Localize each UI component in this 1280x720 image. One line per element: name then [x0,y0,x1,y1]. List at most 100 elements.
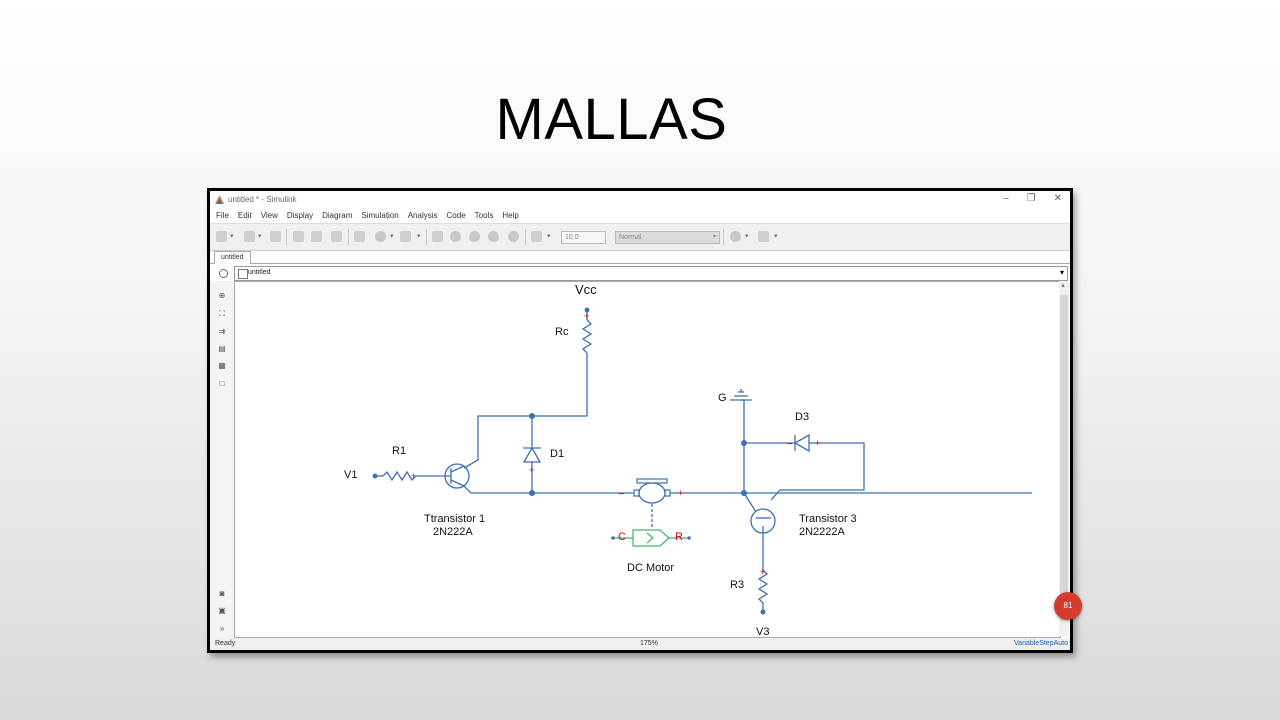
node-junction [741,490,747,496]
simulation-mode-select[interactable]: Normal ▾ [615,231,720,244]
label-motor-r: R [675,531,683,543]
forward-icon[interactable] [311,231,322,242]
scope-dropdown-icon[interactable]: ▾ [547,233,551,240]
image-icon[interactable]: ▦ [218,361,226,370]
simulation-mode-value: Normal [619,234,642,241]
svg-text:+: + [760,567,765,577]
open-icon[interactable] [244,231,255,242]
menu-file[interactable]: File [216,210,229,220]
d1-diode [522,446,542,463]
menu-code[interactable]: Code [446,210,466,220]
rc-resistor [581,319,593,354]
menu-help[interactable]: Help [502,210,519,220]
menu-display[interactable]: Display [286,210,314,220]
menu-analysis[interactable]: Analysis [407,210,438,220]
v1-port [372,473,378,479]
address-text: untitled [248,269,271,276]
zoom-icon[interactable]: ⊕ [218,291,226,300]
back-icon[interactable] [293,231,304,242]
close-icon[interactable]: ✕ [1053,193,1062,204]
menu-diagram[interactable]: Diagram [322,210,353,220]
menu-view[interactable]: View [260,210,278,220]
fit-view-icon[interactable]: ⛶ [219,309,225,318]
settings-dropdown-icon[interactable]: ▾ [390,233,394,240]
circuit-diagram: + + – + – + + + [372,307,1032,615]
svg-text:–: – [787,438,792,448]
expand-icon[interactable]: » [219,624,225,633]
svg-text:–: – [619,488,624,498]
r1-resistor [382,470,417,482]
d3-diode [793,433,810,453]
stop-time-input[interactable]: 10.0 [561,231,606,244]
scroll-up-icon[interactable]: ▲ [1060,283,1066,289]
minimize-icon[interactable]: – [1003,193,1009,204]
camera-icon[interactable]: ◙ [219,589,225,598]
new-model-icon[interactable] [216,231,227,242]
chevron-down-icon: ▾ [712,234,716,240]
run-icon[interactable] [469,231,480,242]
build-icon[interactable] [758,231,769,242]
model-advisor-icon[interactable] [730,231,741,242]
step-back-icon[interactable] [432,231,443,242]
arrow-icon[interactable]: ⇉ [218,327,226,336]
label-transistor-1: Ttransistor 1 [424,513,486,525]
ground-icon [730,389,752,401]
label-transistor-3-model: 2N2222A [799,526,845,538]
new-dropdown-icon[interactable]: ▾ [230,233,234,240]
svg-text:+: + [411,471,416,481]
status-bar: Ready 175% VariableStepAuto [210,638,1070,650]
annotation-icon[interactable]: ▤ [218,344,226,353]
tab-untitled[interactable]: untitled [214,251,251,264]
label-g: G [718,392,727,404]
advisor-dropdown-icon[interactable]: ▾ [745,233,749,240]
model-settings-icon[interactable] [375,231,386,242]
build-dropdown-icon[interactable]: ▾ [774,233,778,240]
hide-explorer-icon[interactable] [219,269,228,278]
rewind-icon[interactable] [450,231,461,242]
dc-motor [633,478,671,504]
window-title: untitled * - Simulink [228,195,297,204]
scope-icon[interactable] [531,231,542,242]
slide-title: MALLAS [495,87,728,152]
label-transistor-3: Transistor 3 [799,513,857,525]
up-icon[interactable] [331,231,342,242]
label-transistor-1-model: 2N222A [433,526,473,538]
label-v1: V1 [344,469,358,481]
svg-text:+: + [815,438,820,448]
vcc-port [584,307,590,313]
area-icon[interactable]: □ [219,379,225,388]
solver-link[interactable]: VariableStepAuto [1014,640,1068,647]
notification-badge[interactable]: 81 [1054,592,1082,620]
grid-dropdown-icon[interactable]: ▾ [417,233,421,240]
step-forward-icon[interactable] [488,231,499,242]
model-icon [238,269,248,279]
library-browser-icon[interactable] [354,231,365,242]
label-rc: Rc [555,326,569,338]
menu-simulation[interactable]: Simulation [361,210,399,220]
grid-icon[interactable] [400,231,411,242]
address-bar[interactable]: untitled ▾ [234,266,1068,281]
open-dropdown-icon[interactable]: ▾ [258,233,262,240]
svg-text:+: + [529,465,534,475]
title-bar: untitled * - Simulink – ❐ ✕ [210,191,1070,207]
save-icon[interactable] [270,231,281,242]
label-dc-motor: DC Motor [627,562,675,574]
vertical-scrollbar[interactable]: ▲ [1059,281,1069,636]
scroll-thumb[interactable] [1060,295,1068,620]
left-palette: ⊕ ⛶ ⇉ ▤ ▦ □ ◙ ▣ » [210,281,234,638]
model-canvas[interactable]: + + – + – + + + Vcc Rc R1 V1 D1 G D3 Ttr… [234,281,1061,638]
stop-icon[interactable] [508,231,519,242]
restore-icon[interactable]: ❐ [1026,193,1036,204]
v3-port [760,609,766,615]
address-dropdown-icon[interactable]: ▾ [1059,268,1064,277]
label-d1: D1 [550,448,565,460]
toolbar: ▾ ▾ ▾ ▾ ▾ 10.0 Normal ▾ ▾ ▾ [210,223,1070,251]
menu-edit[interactable]: Edit [237,210,252,220]
model-browser-icon[interactable]: ▣ [218,606,226,615]
motion-sensor [613,529,687,547]
label-r3: R3 [730,579,745,591]
zoom-level: 175% [640,640,658,647]
r3-resistor [757,569,769,604]
label-motor-c: C [618,531,626,543]
menu-tools[interactable]: Tools [474,210,494,220]
